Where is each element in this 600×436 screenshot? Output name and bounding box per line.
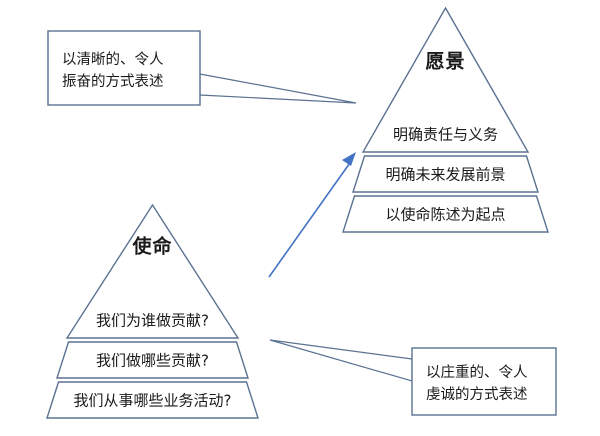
vision-callout-tail — [199, 73, 357, 104]
mission-callout-box[interactable] — [411, 347, 557, 416]
vision-callout-line-1: 以清晰的、令人 — [62, 51, 164, 68]
vision-pyramid-title: 愿景 — [425, 51, 465, 73]
mission-pyramid-band-1-label: 我们为谁做贡献? — [96, 312, 209, 330]
mission-pyramid-band-2-label: 我们做哪些贡献? — [96, 352, 209, 370]
mission-callout-line-1: 以庄重的、令人 — [426, 363, 528, 381]
mission-pyramid-band-3-shape[interactable] — [46, 381, 259, 419]
arrow-head-icon — [342, 152, 356, 166]
vision-pyramid-band-3-label: 以使命陈述为起点 — [385, 206, 505, 224]
vision-pyramid-band-2-label: 明确未来发展前景 — [385, 166, 505, 184]
vision-callout[interactable]: 以清晰的、令人 振奋的方式表述 — [47, 30, 357, 106]
vision-pyramid-band-3-shape[interactable] — [342, 195, 549, 233]
mission-pyramid-band-1-shape[interactable] — [65, 203, 240, 339]
mission-pyramid-title: 使命 — [131, 235, 172, 258]
vision-callout-box[interactable] — [47, 30, 201, 106]
mission-callout-tail — [269, 339, 413, 382]
mission-pyramid[interactable]: 使命 我们为谁做贡献? 我们做哪些贡献? 我们从事哪些业务活动? — [46, 203, 259, 419]
vision-pyramid-band-2-shape[interactable] — [352, 155, 539, 193]
vision-callout-line-2: 振奋的方式表述 — [62, 73, 164, 90]
mission-callout[interactable]: 以庄重的、令人 虔诚的方式表述 — [269, 339, 557, 416]
mission-pyramid-band-2-shape[interactable] — [56, 341, 249, 379]
vision-pyramid-band-1-shape[interactable] — [361, 6, 530, 153]
vision-pyramid[interactable]: 愿景 明确责任与义务 明确未来发展前景 以使命陈述为起点 — [342, 6, 549, 233]
vision-pyramid-band-1-label: 明确责任与义务 — [393, 126, 498, 144]
mission-callout-line-2: 虔诚的方式表述 — [426, 386, 528, 403]
mission-to-vision-arrow — [268, 152, 356, 278]
mission-pyramid-band-3-label: 我们从事哪些业务活动? — [74, 392, 232, 410]
